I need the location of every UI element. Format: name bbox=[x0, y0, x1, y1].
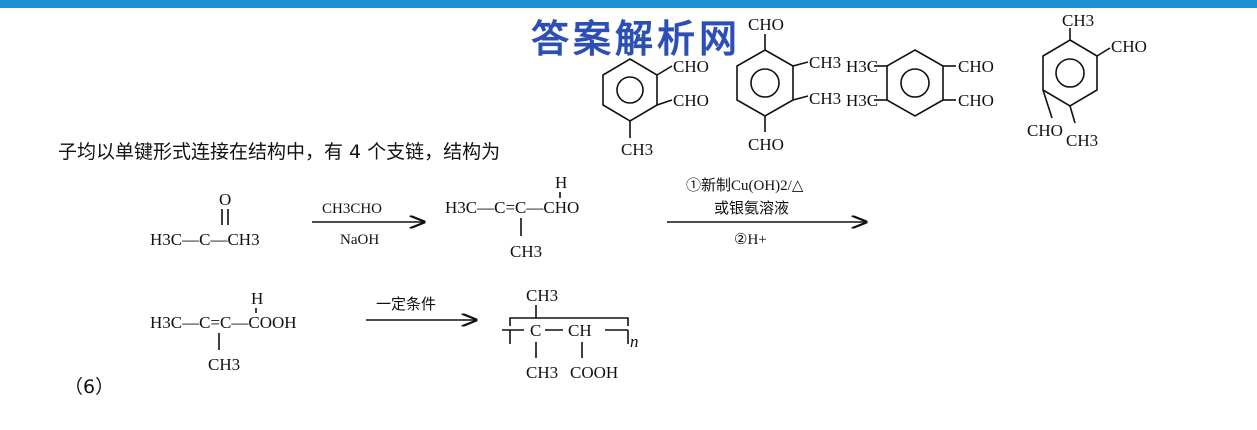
substituent-label: CH3 bbox=[1066, 131, 1098, 150]
substituent-label: CH3 bbox=[809, 53, 841, 72]
substituent-label: CHO bbox=[958, 91, 994, 110]
atom-label: O bbox=[219, 190, 231, 209]
reagent-label: CH3CHO bbox=[322, 201, 382, 217]
substituent-label: CHO bbox=[673, 57, 709, 76]
aromatic-circle-3 bbox=[900, 68, 930, 98]
polymer-atom: CH bbox=[568, 321, 592, 340]
substituent-label: CHO bbox=[673, 91, 709, 110]
isomer-structure-2: CHO CH3 CH3 CHO bbox=[736, 15, 841, 154]
substituent-label: H3C bbox=[846, 91, 878, 110]
substituent-label: CHO bbox=[958, 57, 994, 76]
benzene-ring-1 bbox=[602, 58, 658, 122]
substituent-label: CHO bbox=[748, 15, 784, 34]
substituent-label: CH3 bbox=[621, 140, 653, 159]
reaction-row-2: H H3C—C=C—COOH CH3 一定条件 CH3 C CH n CH3 C… bbox=[150, 286, 639, 382]
branch-label: CH3 bbox=[208, 355, 240, 374]
reagent-label: 或银氨溶液 bbox=[714, 199, 789, 217]
watermark: 答案解析网 bbox=[531, 17, 742, 61]
atom-label: H bbox=[251, 289, 263, 308]
polymer-bracket bbox=[509, 317, 629, 326]
isomer-structure-4: CH3 CHO CHO CH3 bbox=[1027, 11, 1147, 150]
isomer-structure-1: CHO CHO CH3 bbox=[602, 57, 709, 159]
formula-acid: H3C—C=C—COOH bbox=[150, 313, 297, 332]
substituent-label: CHO bbox=[1027, 121, 1063, 140]
reaction-row-1: O H3C—C—CH3 CH3CHO NaOH H H3C—C=C—CHO CH… bbox=[150, 173, 866, 261]
benzene-ring-4 bbox=[1042, 39, 1098, 107]
condition-label: ②H+ bbox=[734, 232, 767, 248]
substituent-label: CH3 bbox=[1062, 11, 1094, 30]
aromatic-circle-2 bbox=[750, 68, 780, 98]
formula-acetone: H3C—C—CH3 bbox=[150, 230, 260, 249]
aromatic-circle-4 bbox=[1055, 58, 1085, 88]
benzene-ring-2 bbox=[736, 49, 794, 117]
substituent-label: CHO bbox=[1111, 37, 1147, 56]
reagent-label: ①新制Cu(OH)2/△ bbox=[686, 177, 804, 194]
substituent-label: CH3 bbox=[809, 89, 841, 108]
aromatic-circle-1 bbox=[616, 76, 644, 104]
isomer-structure-3: H3C H3C CHO CHO bbox=[846, 49, 994, 117]
polymer-group: COOH bbox=[570, 363, 618, 382]
atom-label: H bbox=[555, 173, 567, 192]
substituent-label: H3C bbox=[846, 57, 878, 76]
branch-label: CH3 bbox=[510, 242, 542, 261]
polymer-group: CH3 bbox=[526, 286, 558, 305]
condition-label: NaOH bbox=[340, 232, 379, 248]
polymer-group: CH3 bbox=[526, 363, 558, 382]
top-bar bbox=[0, 0, 1257, 8]
question-number: （6） bbox=[64, 376, 115, 398]
substituent-label: CHO bbox=[748, 135, 784, 154]
polymer-subscript: n bbox=[630, 332, 639, 351]
polymer-atom: C bbox=[530, 321, 541, 340]
intro-text: 子均以单键形式连接在结构中，有 4 个支链，结构为 bbox=[58, 141, 501, 163]
condition-label: 一定条件 bbox=[376, 295, 436, 313]
formula-aldehyde: H3C—C=C—CHO bbox=[445, 198, 579, 217]
benzene-ring-3 bbox=[886, 49, 944, 117]
